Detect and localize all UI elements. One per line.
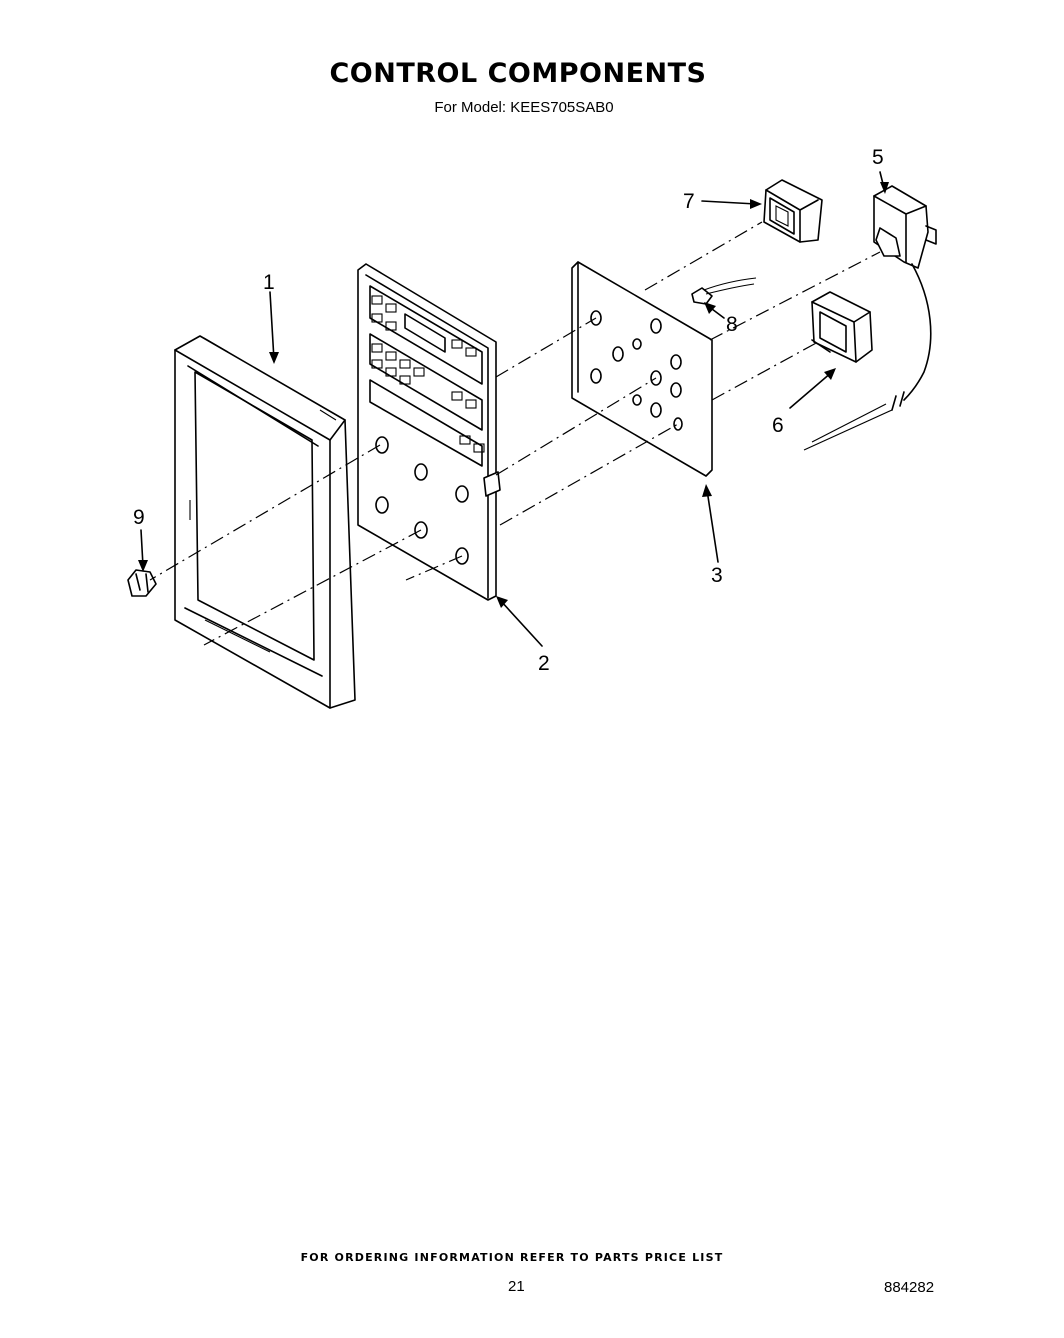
wire-harness bbox=[803, 263, 932, 451]
part-2-keypad-panel bbox=[357, 263, 501, 601]
part-9-knob bbox=[127, 569, 157, 597]
page-number: 21 bbox=[508, 1278, 525, 1295]
callout-labels: 1 2 3 5 6 7 8 9 bbox=[133, 146, 884, 675]
part-6-relay bbox=[811, 291, 873, 363]
part-3-circuit-board bbox=[571, 261, 713, 477]
leader-arrows bbox=[138, 171, 889, 647]
callout-8: 8 bbox=[726, 313, 738, 336]
callout-7: 7 bbox=[683, 190, 695, 213]
page-title: CONTROL COMPONENTS bbox=[329, 58, 707, 89]
part-5-timer-motor bbox=[873, 185, 937, 269]
part-1-control-frame bbox=[174, 335, 356, 709]
model-subtitle: For Model: KEES705SAB0 bbox=[434, 99, 614, 116]
part-7-transformer bbox=[763, 179, 823, 243]
ordering-note: FOR ORDERING INFORMATION REFER TO PARTS … bbox=[300, 1251, 724, 1264]
document-number: 884282 bbox=[884, 1279, 935, 1296]
callout-1: 1 bbox=[263, 271, 275, 294]
assembly-lines bbox=[149, 221, 881, 646]
callout-3: 3 bbox=[711, 564, 723, 587]
callout-2: 2 bbox=[538, 652, 550, 675]
callout-6: 6 bbox=[772, 414, 784, 437]
part-8-sensor bbox=[691, 277, 757, 305]
callout-5: 5 bbox=[872, 146, 884, 169]
callout-9: 9 bbox=[133, 506, 145, 529]
